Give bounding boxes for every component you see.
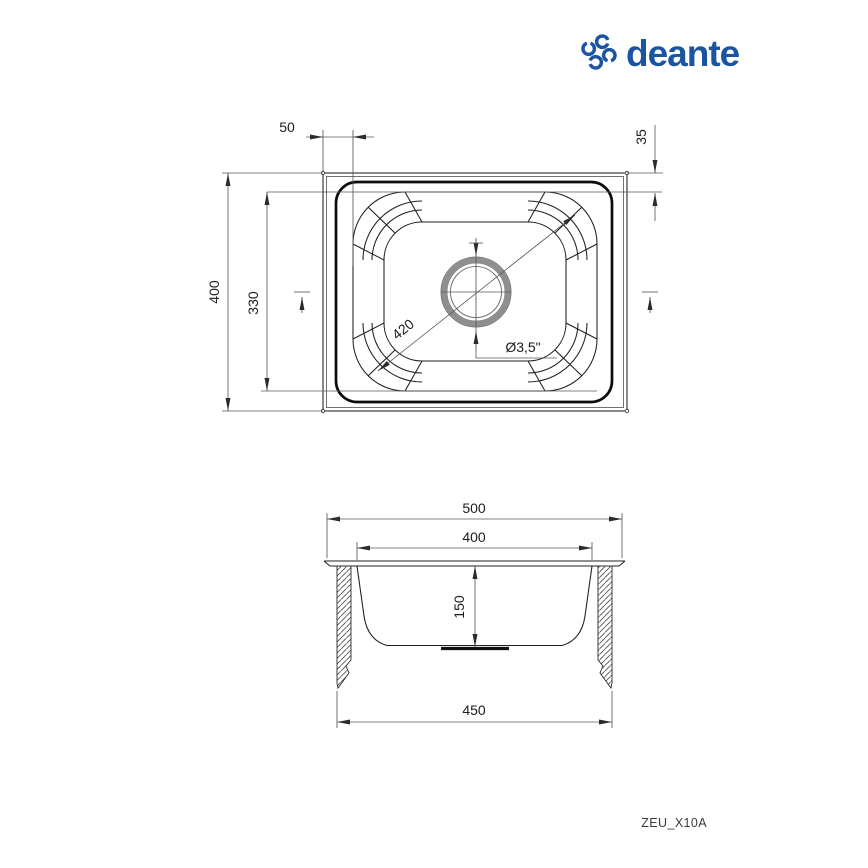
- dim-offset-top-label: 35: [633, 129, 649, 145]
- top-view: Ø3,5" 50 35 400: [206, 119, 663, 414]
- cabinet-wall-left: [336, 565, 352, 690]
- dim-offset-left-label: 50: [279, 119, 295, 135]
- bowl-walls: [352, 191, 598, 392]
- deante-logo-icon: [581, 34, 617, 70]
- dim-overall-width-label: 500: [462, 500, 486, 516]
- dim-base-width-label: 450: [462, 702, 486, 718]
- dim-bowl-depth-label: 330: [245, 291, 261, 315]
- center-axis-marker-right: [642, 291, 658, 313]
- dim-overall-depth-label: 400: [206, 280, 222, 304]
- dim-offset-top: 35: [267, 125, 663, 221]
- dim-offset-left: 50: [279, 119, 374, 266]
- bowl-outer-rim: [334, 180, 614, 404]
- deante-wordmark: deante: [626, 33, 740, 74]
- dim-bowl-depth: 330: [245, 191, 597, 392]
- model-code: ZEU_X10A: [641, 816, 707, 830]
- section-bowl-profile: [356, 565, 593, 647]
- deante-logo: deante: [581, 33, 741, 74]
- dim-bowl-width: 400: [356, 529, 593, 560]
- dim-base-width: 450: [336, 691, 613, 728]
- sink-outer-edge: [320, 170, 630, 414]
- center-axis-marker-left: [294, 291, 310, 313]
- dim-bowl-height-label: 150: [451, 595, 467, 619]
- section-view: 500 400 150 450: [323, 500, 626, 728]
- dim-overall-width: 500: [326, 500, 623, 558]
- section-rim: [323, 560, 626, 567]
- drain-size-label: Ø3,5": [505, 339, 540, 355]
- cabinet-wall-right: [597, 565, 613, 690]
- dim-bowl-height: 150: [451, 565, 478, 648]
- dim-overall-depth: 400: [206, 172, 323, 412]
- dim-bowl-diagonal-label: 420: [389, 315, 417, 342]
- dim-bowl-width-label: 400: [462, 529, 486, 545]
- dim-bowl-diagonal: 420: [377, 214, 576, 372]
